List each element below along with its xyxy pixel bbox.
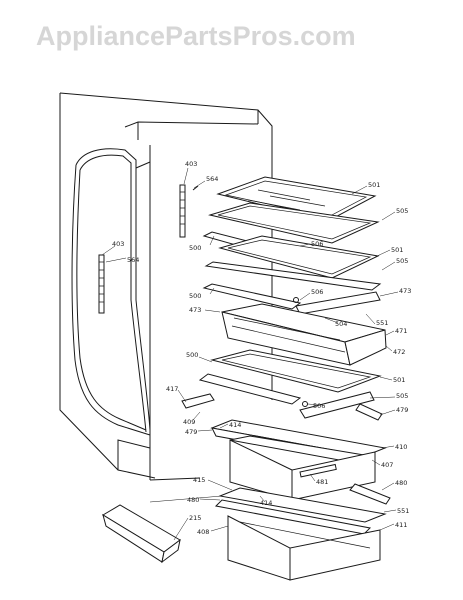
shelf-bracket-2 <box>202 283 381 315</box>
label-501c: 501 <box>393 376 405 384</box>
door-bin-215 <box>102 504 181 564</box>
label-506a: 506 <box>311 240 323 248</box>
label-506b: 506 <box>311 288 323 296</box>
label-403a: 403 <box>185 160 197 168</box>
label-564b: 564 <box>127 256 139 264</box>
label-415: 415 <box>193 476 205 484</box>
label-215: 215 <box>189 514 201 522</box>
part-number-labels: 403 564 403 564 501 505 500 506 501 505 … <box>112 160 411 536</box>
label-501a: 501 <box>368 181 380 189</box>
label-411: 411 <box>395 521 407 529</box>
label-407: 407 <box>381 461 393 469</box>
label-500b: 500 <box>189 292 201 300</box>
label-408: 408 <box>197 528 209 536</box>
label-501b: 501 <box>391 246 403 254</box>
label-414b: 414 <box>260 499 272 507</box>
crisper-pan <box>221 303 387 366</box>
watermark-text: AppliancePartsPros.com <box>36 21 356 51</box>
label-505c: 505 <box>396 392 408 400</box>
label-473a: 473 <box>399 287 411 295</box>
label-500a: 500 <box>189 244 201 252</box>
label-410: 410 <box>395 443 407 451</box>
label-479b: 479 <box>185 428 197 436</box>
label-506c: 506 <box>313 402 325 410</box>
label-504: 504 <box>335 320 347 328</box>
label-500c: 500 <box>186 351 198 359</box>
refrigerator-cabinet <box>59 92 273 481</box>
label-551a: 551 <box>376 319 388 327</box>
label-471: 471 <box>395 327 407 335</box>
drawer-assembly-upper <box>210 419 391 505</box>
label-472: 472 <box>393 348 405 356</box>
glass-shelf-1 <box>208 176 380 244</box>
label-403b: 403 <box>112 240 124 248</box>
label-409: 409 <box>183 418 195 426</box>
label-473b: 473 <box>189 306 201 314</box>
label-551b: 551 <box>397 507 409 515</box>
label-481: 481 <box>316 478 328 486</box>
drawer-assembly-lower <box>214 487 387 581</box>
label-479a: 479 <box>396 406 408 414</box>
label-505a: 505 <box>396 207 408 215</box>
label-480a: 480 <box>187 496 199 504</box>
leader-lines <box>101 167 399 541</box>
label-505b: 505 <box>396 257 408 265</box>
glass-shelf-2 <box>204 235 382 291</box>
label-417: 417 <box>166 385 178 393</box>
label-414a: 414 <box>229 421 241 429</box>
label-480b: 480 <box>395 479 407 487</box>
bracket-417 <box>181 393 383 421</box>
label-564a: 564 <box>206 175 218 183</box>
glass-shelf-3 <box>198 349 382 419</box>
